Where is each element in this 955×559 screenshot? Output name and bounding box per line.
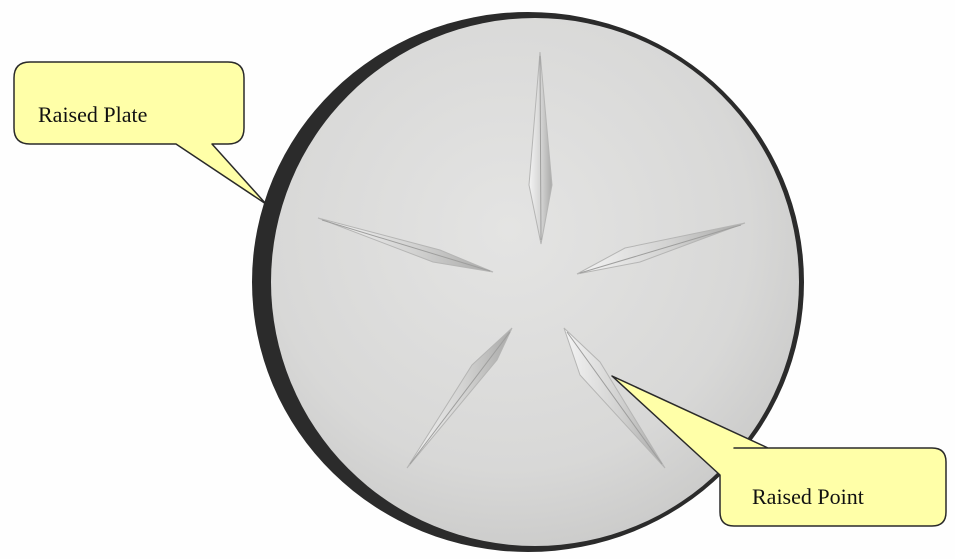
callout-raised-point-label: Raised Point: [752, 484, 864, 509]
callout-raised-plate-bubble: [14, 62, 266, 204]
callout-raised-plate-label: Raised Plate: [38, 102, 147, 127]
callout-raised-plate: Raised Plate: [14, 62, 266, 204]
